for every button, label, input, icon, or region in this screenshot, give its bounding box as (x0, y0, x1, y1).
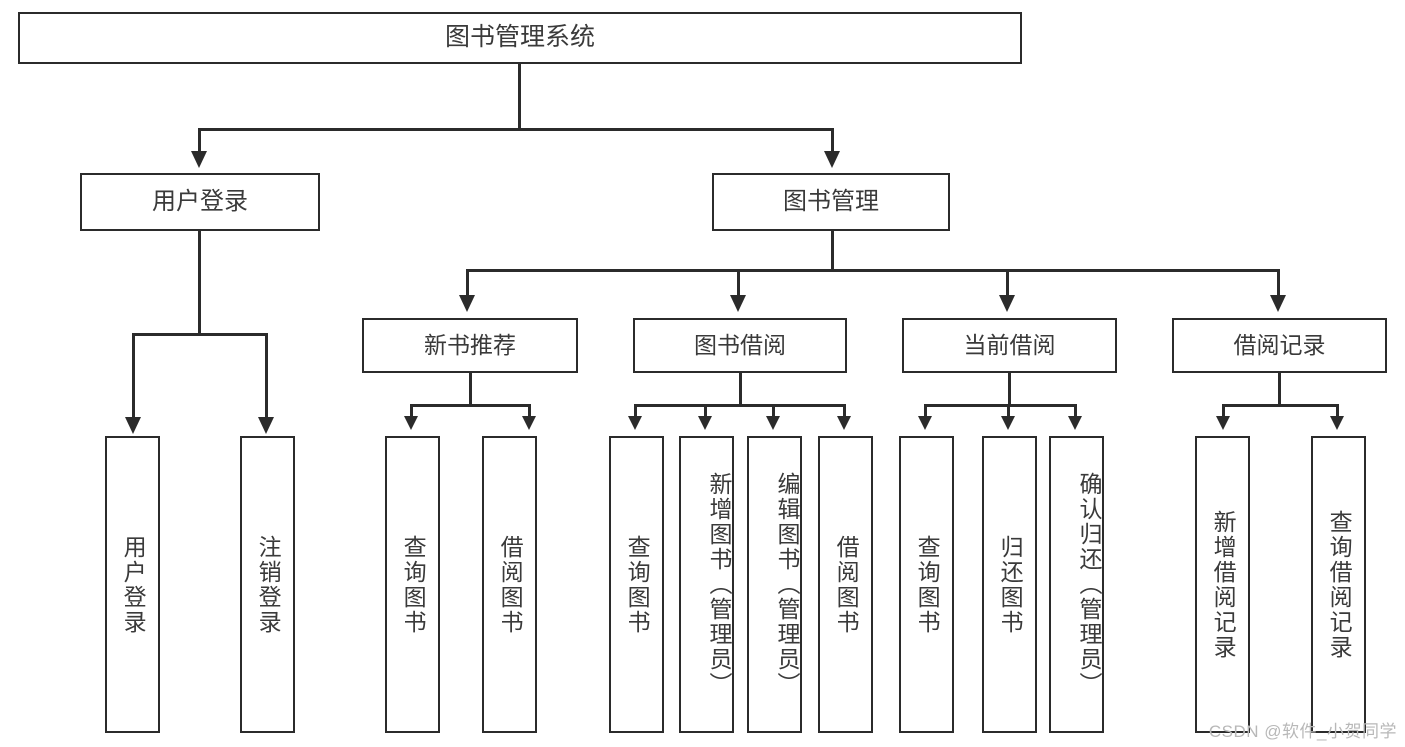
connector-root-to-user-login (198, 128, 201, 153)
connector-br-c1 (1222, 404, 1225, 418)
leaf-edit-book-admin[interactable]: 编辑图书（管理员） (747, 436, 802, 733)
leaf-logout[interactable]: 注销登录 (240, 436, 295, 733)
node-label: 用户登录 (120, 534, 147, 635)
node-label: 图书管理系统 (444, 23, 595, 52)
node-label: 查询图书 (624, 534, 651, 635)
connector-to-new-book (466, 269, 469, 297)
connector-new-book-c1 (410, 404, 413, 418)
connector-current-borrow-bar (924, 404, 1076, 407)
connector-br-c2 (1336, 404, 1339, 418)
node-user-login[interactable]: 用户登录 (80, 173, 320, 231)
leaf-query-book-recommend[interactable]: 查询图书 (385, 436, 440, 733)
arrowhead-book-mgmt (824, 151, 840, 168)
connector-borrow-record-bar (1222, 404, 1339, 407)
node-current-borrow[interactable]: 当前借阅 (902, 318, 1117, 373)
connector-to-borrow-record (1277, 269, 1280, 297)
node-label: 注销登录 (255, 534, 282, 635)
connector-new-book-stem (469, 373, 472, 407)
leaf-query-book-borrow[interactable]: 查询图书 (609, 436, 664, 733)
node-label: 图书借阅 (694, 331, 786, 358)
arrowhead-borrow-record (1270, 295, 1286, 312)
arrowhead-leaf-user-login (125, 417, 141, 434)
connector-root-to-book-mgmt (831, 128, 834, 153)
arrowhead-add-book (698, 416, 712, 430)
connector-new-book-bar (410, 404, 531, 407)
node-new-book-recommend[interactable]: 新书推荐 (362, 318, 578, 373)
connector-user-login-bar (132, 333, 268, 336)
arrowhead-user-login (191, 151, 207, 168)
arrowhead-edit-book (766, 416, 780, 430)
node-root-system[interactable]: 图书管理系统 (18, 12, 1022, 64)
node-label: 确认归还（管理员） (1076, 472, 1102, 697)
leaf-return-book[interactable]: 归还图书 (982, 436, 1037, 733)
arrowhead-return-book (1001, 416, 1015, 430)
connector-book-borrow-stem (739, 373, 742, 407)
leaf-query-book-current[interactable]: 查询图书 (899, 436, 954, 733)
connector-bb-c1 (634, 404, 637, 418)
node-label: 新书推荐 (424, 331, 516, 358)
arrowhead-query-book-3 (918, 416, 932, 430)
node-label: 查询图书 (400, 534, 427, 635)
connector-bb-c4 (843, 404, 846, 418)
node-label: 图书管理 (783, 187, 879, 215)
node-label: 新增图书（管理员） (706, 472, 732, 697)
arrowhead-borrow-book-1 (522, 416, 536, 430)
node-label: 借阅图书 (497, 534, 524, 635)
csdn-watermark: CSDN @软件_小贺同学 (1208, 722, 1397, 741)
node-label: 借阅图书 (833, 534, 860, 635)
node-label: 借阅记录 (1233, 331, 1326, 358)
connector-user-login-right (265, 333, 268, 419)
connector-to-current-borrow (1006, 269, 1009, 297)
leaf-query-borrow-record[interactable]: 查询借阅记录 (1311, 436, 1366, 733)
connector-root-stem (518, 64, 521, 130)
connector-current-borrow-stem (1008, 373, 1011, 407)
connector-bb-c2 (704, 404, 707, 418)
leaf-borrow-book-recommend[interactable]: 借阅图书 (482, 436, 537, 733)
connector-book-borrow-bar (634, 404, 846, 407)
connector-user-login-stem (198, 231, 201, 335)
connector-cb-c3 (1074, 404, 1077, 418)
arrowhead-leaf-logout (258, 417, 274, 434)
connector-cb-c2 (1007, 404, 1010, 418)
arrowhead-new-book (459, 295, 475, 312)
leaf-add-book-admin[interactable]: 新增图书（管理员） (679, 436, 734, 733)
arrowhead-add-record (1216, 416, 1230, 430)
leaf-borrow-book[interactable]: 借阅图书 (818, 436, 873, 733)
node-book-management[interactable]: 图书管理 (712, 173, 950, 231)
connector-bb-c3 (772, 404, 775, 418)
leaf-add-borrow-record[interactable]: 新增借阅记录 (1195, 436, 1250, 733)
node-borrow-record[interactable]: 借阅记录 (1172, 318, 1387, 373)
leaf-confirm-return-admin[interactable]: 确认归还（管理员） (1049, 436, 1104, 733)
connector-user-login-left (132, 333, 135, 419)
arrowhead-query-book-1 (404, 416, 418, 430)
arrowhead-book-borrow (730, 295, 746, 312)
node-label: 当前借阅 (963, 331, 1056, 358)
node-book-borrow[interactable]: 图书借阅 (633, 318, 847, 373)
connector-root-bar (198, 128, 834, 131)
connector-borrow-record-stem (1278, 373, 1281, 407)
node-label: 编辑图书（管理员） (774, 472, 800, 697)
node-label: 归还图书 (997, 534, 1024, 635)
arrowhead-query-record (1330, 416, 1344, 430)
connector-to-book-borrow (737, 269, 740, 297)
arrowhead-borrow-book-2 (837, 416, 851, 430)
node-label: 查询图书 (914, 534, 941, 635)
connector-new-book-c2 (528, 404, 531, 418)
connector-book-mgmt-stem (831, 231, 834, 272)
connector-book-mgmt-bar (466, 269, 1280, 272)
connector-cb-c1 (924, 404, 927, 418)
leaf-user-login[interactable]: 用户登录 (105, 436, 160, 733)
arrowhead-confirm-return (1068, 416, 1082, 430)
node-label: 查询借阅记录 (1326, 509, 1353, 660)
node-label: 新增借阅记录 (1210, 509, 1237, 660)
arrowhead-query-book-2 (628, 416, 642, 430)
arrowhead-current-borrow (999, 295, 1015, 312)
node-label: 用户登录 (152, 187, 248, 215)
